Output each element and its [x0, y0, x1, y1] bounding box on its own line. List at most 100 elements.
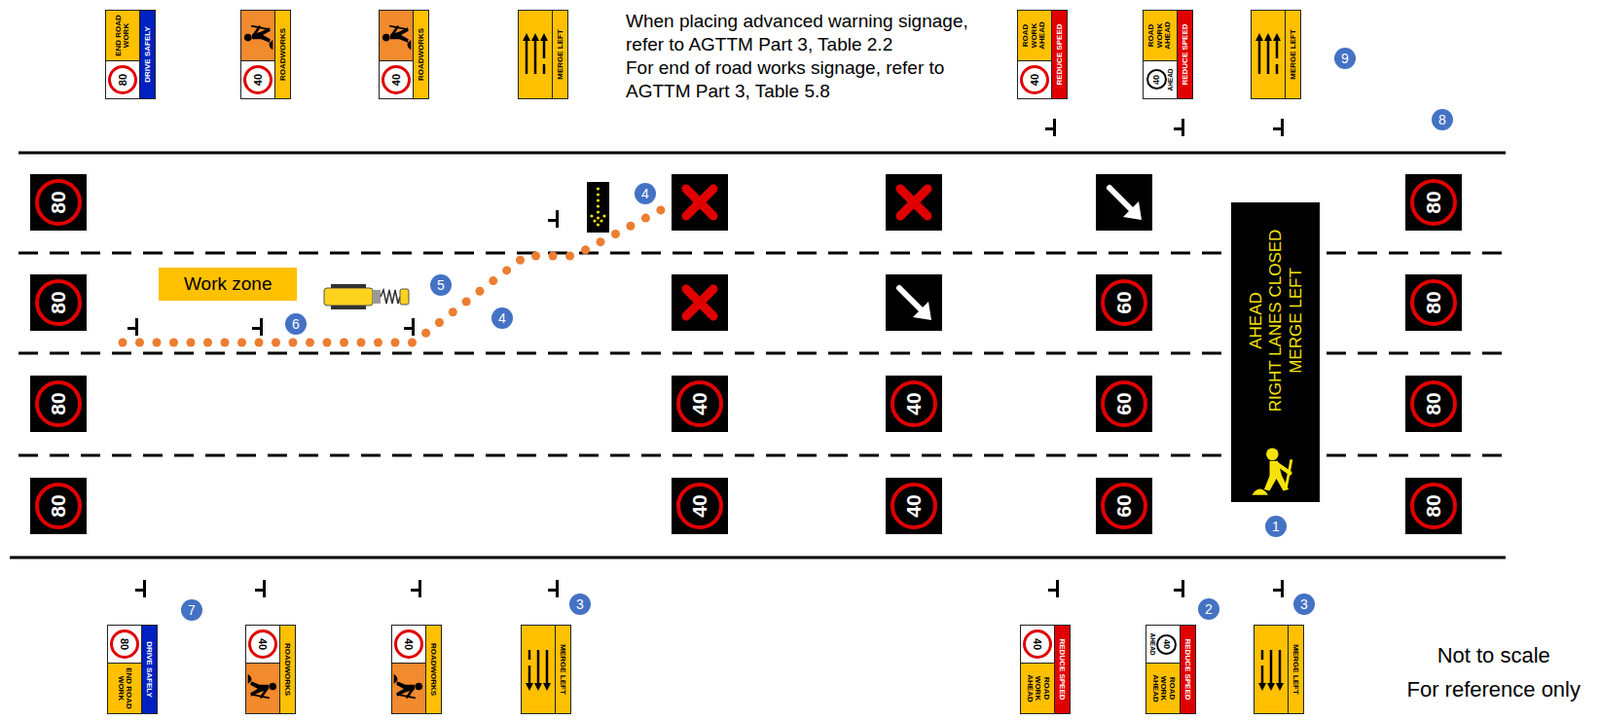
sign-main	[1254, 625, 1288, 714]
sign-strip: DRIVE SAFELY	[139, 10, 155, 99]
speed-ring: 80	[1410, 179, 1457, 226]
sign-face: MERGE LEFT	[520, 624, 572, 715]
speed-limit-sign: 40	[671, 477, 728, 535]
speed-number: 60	[1112, 494, 1136, 517]
merge-arrows-part-part	[525, 38, 529, 74]
speed-number: 40	[390, 73, 402, 86]
merge-arrows-part-part	[543, 38, 546, 74]
traffic-cone	[488, 276, 498, 286]
sign-strip: ROADWORKS	[279, 625, 295, 714]
sign-strip: MERGE LEFT	[1284, 10, 1301, 99]
speed-ring: 60	[1100, 482, 1148, 530]
traffic-cone	[407, 338, 417, 348]
road-edge	[9, 556, 1506, 560]
sign-strip-text: ROADWORKS	[283, 643, 292, 696]
speed-number: 60	[1112, 392, 1136, 415]
sign-main: 40ROAD WORK AHEAD	[1018, 10, 1052, 99]
speed-limit-sign: 80	[30, 375, 87, 433]
speed-limit-sign: 80	[30, 477, 87, 535]
speed-ring: 80	[35, 380, 82, 428]
sign-main: 80END ROAD WORK	[106, 10, 140, 99]
speed-number: 80	[46, 494, 71, 517]
text-panel: ROAD WORK AHEAD	[1020, 662, 1055, 714]
merge-arrows-part-part	[543, 683, 551, 691]
worker-pictogram-part	[248, 673, 253, 684]
merge-arrows-part	[526, 38, 545, 74]
worker-pictogram	[246, 672, 280, 706]
sign-face: 80END ROAD WORKDRIVE SAFELY	[105, 9, 156, 100]
arrow-board-part	[589, 186, 606, 226]
merge-arrows-part-part	[1267, 683, 1275, 691]
merge-arrows-part-part	[1255, 33, 1264, 41]
scale-note: Not to scaleFor reference only	[1406, 638, 1581, 707]
merge-arrows-part	[525, 683, 551, 691]
traffic-cone	[289, 338, 298, 348]
worker-pictogram-part	[398, 693, 416, 697]
speed-number: 80	[46, 290, 71, 314]
speed-number: 80	[1421, 190, 1446, 214]
speed-ring: 40	[890, 482, 938, 530]
work-zone-label: Work zone	[183, 273, 272, 294]
worker-panel	[392, 662, 426, 714]
lane-control-symbols-part	[885, 174, 943, 231]
sign-posts-part	[254, 580, 266, 598]
callout-number: 9	[1334, 47, 1356, 70]
speed-limit-sign: 40	[885, 477, 943, 535]
traffic-cone	[186, 338, 196, 348]
sign-main: 40	[392, 625, 426, 714]
vms-line: AHEAD	[1245, 202, 1266, 438]
sign-main: 40	[241, 10, 275, 99]
worker-pictogram-part	[1250, 488, 1268, 495]
sign-strip-text: ROADWORKS	[429, 643, 438, 696]
sign-strip-text: REDUCE SPEED	[1054, 23, 1064, 85]
sign-strip-text: MERGE LEFT	[1291, 644, 1301, 695]
sign-strip: MERGE LEFT	[1287, 625, 1304, 714]
road-sign: 40ROAD WORK AHEADREDUCE SPEED	[1017, 9, 1068, 100]
road-sign: 40ROAD WORK AHEADREDUCE SPEED	[1019, 624, 1071, 715]
sign-strip-text: ROADWORKS	[278, 28, 288, 81]
road-sign: 40ROADWORKS	[378, 9, 430, 100]
worker-pictogram-part	[382, 34, 391, 42]
merge-arrows-part-part	[545, 650, 549, 686]
traffic-cones	[118, 205, 666, 347]
scale-line: For reference only	[1406, 672, 1581, 707]
sign-face: 40ROAD WORK AHEADREDUCE SPEED	[1019, 624, 1071, 715]
vms-worker	[1248, 437, 1304, 503]
worker-pictogram-part	[251, 26, 269, 30]
sign-posts-part	[1272, 118, 1284, 137]
worker-pictogram-part	[1275, 463, 1290, 473]
merge-arrows-part-part	[1270, 650, 1273, 686]
road-sign: 80END ROAD WORKDRIVE SAFELY	[107, 624, 158, 715]
merge-arrows	[520, 31, 550, 78]
road-sign: MERGE LEFT	[520, 624, 572, 715]
note-line: AGTTM Part 3, Table 5.8	[625, 79, 969, 104]
worker-pictogram-part	[268, 682, 277, 691]
note-line: refer to AGTTM Part 3, Table 2.2	[625, 33, 969, 57]
sign-face: 80END ROAD WORKDRIVE SAFELY	[107, 624, 158, 715]
worker-pictogram-part	[1284, 459, 1291, 488]
sign-face: 40ROADWORKS	[378, 9, 430, 100]
vms-face: AHEADRIGHT LANES CLOSEDMERGE LEFT	[1231, 202, 1320, 503]
truck-mounted-attenuator-part	[330, 305, 366, 310]
sign-face: 40ROADWORKS	[245, 624, 296, 715]
limit-cell: 40	[246, 625, 280, 663]
sign-main: 40	[379, 10, 413, 99]
merge-arrows-part-part	[1267, 38, 1271, 74]
sign-posts-part	[127, 318, 139, 336]
speed-ring: 40	[1156, 634, 1177, 655]
traffic-cone	[169, 338, 179, 348]
arrow-board-part-part	[602, 214, 606, 218]
merge-arrows-part	[529, 650, 547, 686]
traffic-cone	[581, 245, 590, 255]
sign-main: 80END ROAD WORK	[108, 625, 142, 714]
arrow-panel	[1254, 625, 1288, 714]
sign-posts-part	[547, 210, 559, 228]
sign-face: MERGE LEFT	[1250, 9, 1302, 100]
worker-panel	[379, 10, 413, 62]
sign-main	[1251, 10, 1285, 99]
worker-pictogram-part	[406, 40, 411, 51]
sign-main: 40ROAD WORK AHEAD	[1020, 625, 1055, 714]
merge-arrows-part-part	[528, 650, 532, 686]
text-panel: END ROAD WORK	[106, 10, 140, 62]
